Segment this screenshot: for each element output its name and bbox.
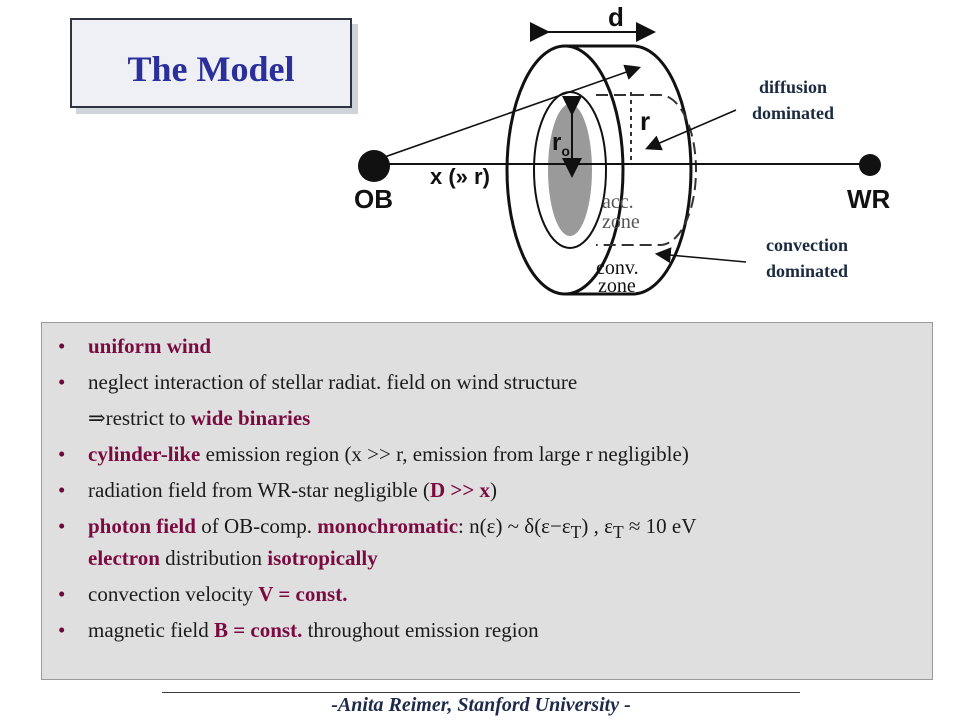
bullet-dot: • — [58, 478, 66, 502]
inner-shaded-core — [548, 104, 592, 236]
conv-zone-label-2: zone — [598, 275, 636, 297]
diffusion-annotation: diffusion dominated — [728, 74, 858, 126]
x-label: x (» r) — [430, 164, 490, 189]
bullet-dot: • — [58, 514, 66, 538]
bullet-dot: • — [58, 370, 66, 394]
implies-arrow: ⇒ — [88, 406, 106, 430]
diffusion-line-1: diffusion — [758, 77, 828, 97]
d-label: d — [608, 2, 624, 32]
cylinder-back-face — [632, 44, 693, 296]
bullet-magnetic-field: • magnetic field B = const. throughout e… — [58, 618, 539, 643]
bullet-dot: • — [58, 618, 66, 643]
slant-line — [375, 64, 642, 161]
ro-label: ro — [552, 129, 570, 159]
bullet-convection-velocity: • convection velocity V = const. — [58, 582, 348, 607]
wr-star — [859, 154, 881, 176]
footer-divider — [162, 692, 800, 693]
acc-zone-label-1: acc. — [602, 191, 634, 213]
bullet-cylinder-like: • cylinder-like emission region (x >> r,… — [58, 442, 689, 466]
slide-title: The Model — [127, 49, 295, 89]
acc-zone-outline — [596, 94, 697, 246]
diffusion-line-2: dominated — [751, 103, 834, 123]
ob-label: OB — [354, 184, 393, 214]
bullet-photon-field: • photon field of OB-comp. monochromatic… — [58, 514, 697, 571]
title-box: The Model — [70, 18, 352, 108]
bullet-list: • uniform wind • neglect interaction of … — [42, 333, 932, 653]
ob-star — [358, 150, 390, 182]
bullet-neglect-interaction: • neglect interaction of stellar radiat.… — [58, 370, 578, 394]
conv-zone-label-1: conv. — [596, 257, 639, 279]
acc-zone-label-2: zone — [602, 211, 640, 233]
bullet-dot: • — [58, 334, 66, 358]
bullet-uniform-wind: • uniform wind — [58, 334, 212, 358]
footer-credit: -Anita Reimer, Stanford University - — [331, 694, 631, 716]
bullet-dot: • — [58, 582, 66, 607]
r-label: r — [640, 106, 650, 136]
bullet-dot: • — [58, 442, 66, 466]
convection-arrow — [654, 247, 747, 264]
convection-annotation: convection dominated — [742, 232, 872, 284]
convection-line-2: dominated — [765, 261, 848, 281]
bullet-panel: • uniform wind • neglect interaction of … — [41, 322, 933, 680]
bullet-radiation-field: • radiation field from WR-star negligibl… — [58, 478, 498, 502]
model-diagram: d ro r OB WR x (» r) acc. zone conv. zon… — [354, 2, 891, 297]
bullet-restrict-wide-binaries: ⇒restrict to wide binaries — [88, 406, 311, 430]
wr-label: WR — [847, 184, 891, 214]
diffusion-arrow — [645, 109, 737, 151]
convection-line-1: convection — [766, 235, 848, 255]
